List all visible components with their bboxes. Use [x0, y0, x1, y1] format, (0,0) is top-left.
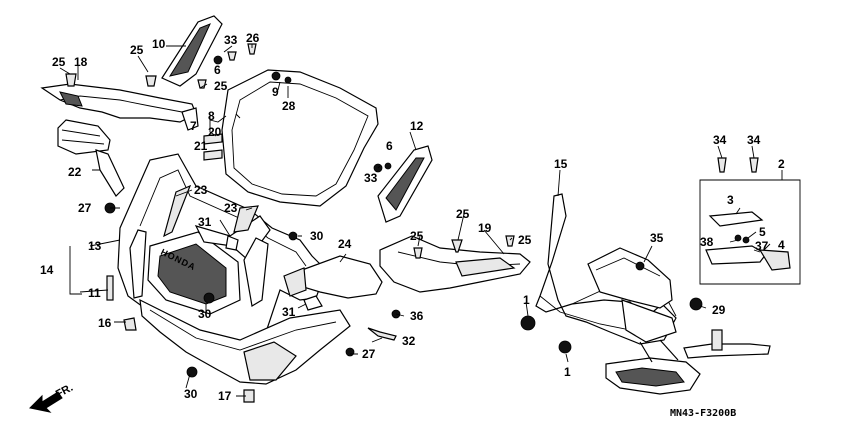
callout-38: 38 [700, 235, 714, 249]
upper-cowl-body [104, 153, 355, 403]
callout-17: 17 [218, 389, 232, 403]
callout-2: 2 [778, 157, 785, 171]
callout-30-b: 30 [198, 307, 212, 321]
callout-18: 18 [74, 55, 88, 69]
callout-25-a: 25 [52, 55, 66, 69]
callout-26: 26 [246, 31, 260, 45]
callout-23-a: 23 [194, 183, 208, 197]
callout-37: 37 [755, 239, 769, 253]
leader-lines [59, 44, 783, 397]
callout-28: 28 [282, 99, 296, 113]
callout-7: 7 [190, 119, 197, 133]
callout-5: 5 [759, 225, 766, 239]
callout-25-d: 25 [456, 207, 470, 221]
callout-34-b: 34 [747, 133, 761, 147]
callout-30-a: 30 [310, 229, 324, 243]
fairing-stay-frame [520, 193, 771, 395]
callout-20: 20 [208, 125, 222, 139]
inner-panel-upper-left [40, 83, 199, 131]
callout-14: 14 [40, 263, 54, 277]
callout-15: 15 [554, 157, 568, 171]
callout-12: 12 [410, 119, 424, 133]
callout-32: 32 [402, 334, 416, 348]
callout-33-a: 33 [224, 33, 238, 47]
callout-25-b: 25 [130, 43, 144, 57]
callout-25-e: 25 [410, 229, 424, 243]
callout-6-a: 6 [214, 63, 221, 77]
callout-11: 11 [88, 286, 101, 300]
callout-13: 13 [88, 239, 102, 253]
fasteners [65, 43, 759, 341]
front-direction-indicator: FR. [28, 382, 75, 413]
callout-34-a: 34 [713, 133, 727, 147]
callout-21: 21 [194, 139, 208, 153]
callout-3: 3 [727, 193, 734, 207]
drawing-code: MN43-F3200B [670, 408, 736, 419]
side-garnish-right [377, 145, 433, 223]
callout-23-b: 23 [224, 201, 238, 215]
mirror-assembly [57, 119, 125, 197]
callout-19: 19 [478, 221, 492, 235]
callout-29: 29 [712, 303, 726, 317]
callout-36: 36 [410, 309, 424, 323]
callout-24: 24 [338, 237, 352, 251]
callout-31-b: 31 [282, 305, 296, 319]
callout-30-c: 30 [184, 387, 198, 401]
front-label: FR. [54, 382, 75, 401]
callout-labels: 25 18 25 10 33 26 6 25 9 28 8 7 20 21 22… [40, 31, 785, 419]
callout-8: 8 [208, 109, 215, 123]
callout-1-b: 1 [564, 365, 571, 379]
callout-9: 9 [272, 85, 279, 99]
callout-16: 16 [98, 316, 112, 330]
callout-10: 10 [152, 37, 166, 51]
inner-strip-panel [161, 15, 223, 87]
callout-25-c: 25 [214, 79, 228, 93]
callout-35: 35 [650, 231, 664, 245]
callout-27-b: 27 [362, 347, 376, 361]
windscreen [221, 69, 379, 207]
callout-27-a: 27 [78, 201, 92, 215]
meter-bracket-box [699, 179, 801, 285]
callout-31-a: 31 [198, 215, 212, 229]
callout-4: 4 [778, 238, 785, 252]
callout-6-b: 6 [386, 139, 393, 153]
front-arrow-icon [28, 391, 63, 413]
callout-1-a: 1 [523, 293, 530, 307]
callout-25-f: 25 [518, 233, 532, 247]
callout-22: 22 [68, 165, 82, 179]
callout-33-b: 33 [364, 171, 378, 185]
inner-fairing-panel [283, 255, 383, 299]
